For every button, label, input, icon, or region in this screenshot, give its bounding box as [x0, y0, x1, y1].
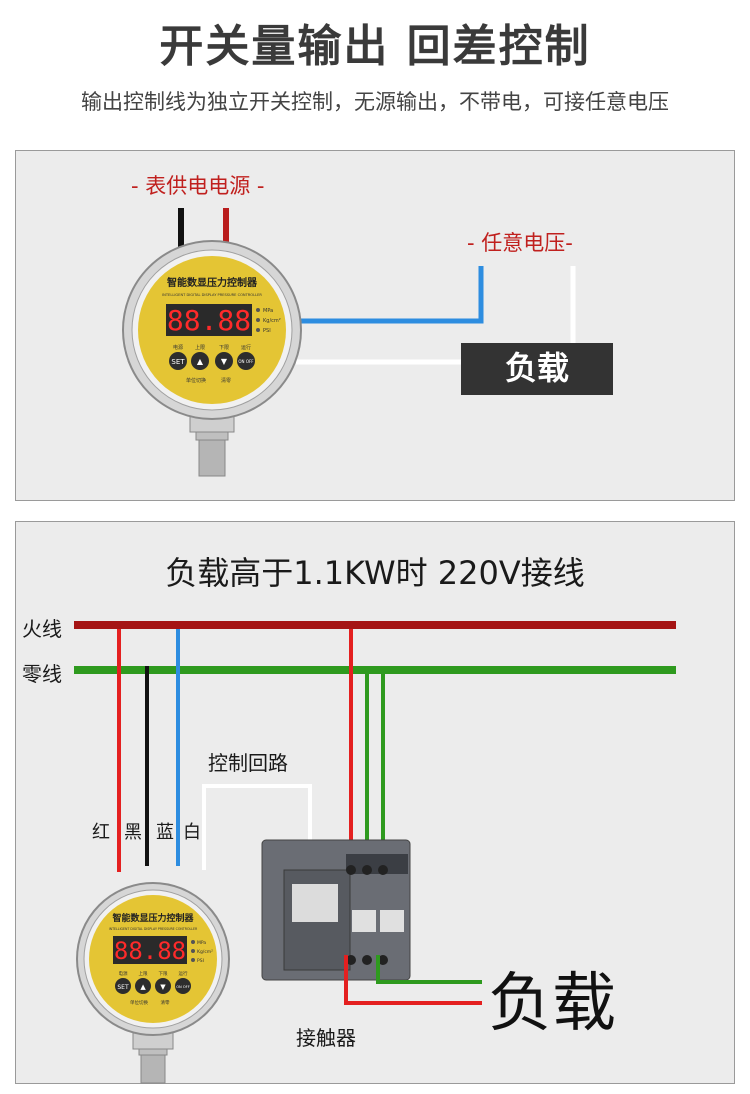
gauge-display: [166, 304, 252, 336]
gauge-digits: 88.88: [167, 304, 251, 337]
svg-text:下限: 下限: [159, 970, 168, 977]
wiring-heading: 负载高于1.1KW时 220V接线: [165, 554, 585, 592]
gauge-btn-label-3: 运行: [241, 344, 251, 351]
svg-text:▲: ▲: [140, 983, 146, 991]
svg-text:电源: 电源: [119, 970, 128, 977]
gauge-unit-kg: Kg/cm²: [263, 318, 281, 324]
gauge-btn-label-2: 下限: [219, 344, 229, 351]
gauge-title: 智能数显压力控制器: [167, 276, 258, 289]
gauge2-onoff-button: [175, 978, 191, 994]
gauge-unit-mpa: MPa: [263, 308, 273, 314]
svg-text:MPa: MPa: [197, 940, 206, 946]
svg-text:ON OFF: ON OFF: [238, 359, 254, 364]
svg-text:▲: ▲: [197, 357, 204, 366]
gauge2-set-button: [115, 978, 131, 994]
load-box: 负载: [461, 343, 613, 395]
control-loop-label: 控制回路: [208, 751, 288, 775]
gauge-set-button: [169, 352, 187, 370]
contactor-label: 接触器: [296, 1026, 356, 1050]
svg-text:PSI: PSI: [197, 958, 204, 964]
control-loop-wire: [202, 784, 312, 870]
svg-text:SET: SET: [171, 358, 185, 366]
svg-text:ON OFF: ON OFF: [176, 985, 190, 989]
wire-color-blue: 蓝: [156, 822, 174, 843]
contactor: [261, 839, 411, 981]
load-label-large: 负载: [488, 967, 616, 1041]
gauge-thread: [198, 439, 226, 477]
pressure-gauge-bottom: 智能数显压力控制器 INTELLIGENT DIGITAL DISPLAY PR…: [76, 882, 230, 1084]
gauge2-display: [113, 936, 187, 964]
svg-text:▼: ▼: [221, 357, 228, 366]
gauge2-subtitle: INTELLIGENT DIGITAL DISPLAY PRESSURE CON…: [109, 927, 198, 931]
wire-color-white: 白: [183, 822, 201, 843]
page-subtitle: 输出控制线为独立开关控制，无源输出，不带电，可接任意电压: [81, 90, 669, 114]
gauge-btn-label-0: 电源: [173, 344, 183, 351]
svg-text:SET: SET: [117, 984, 129, 991]
gauge2-down-button: [155, 978, 171, 994]
gauge2-title: 智能数显压力控制器: [112, 912, 194, 924]
svg-text:清零: 清零: [161, 999, 170, 1006]
gauge-up-button: [191, 352, 209, 370]
output-wire-blue: [296, 266, 484, 324]
neutral-label: 零线: [22, 662, 62, 686]
any-voltage-label: - 任意电压-: [467, 231, 573, 255]
gauge2-digits: 88.88: [114, 937, 186, 965]
svg-text:▼: ▼: [160, 983, 166, 991]
power-supply-label: - 表供电电源 -: [131, 174, 265, 198]
wire-color-black: 黑: [124, 822, 142, 843]
svg-text:Kg/cm²: Kg/cm²: [197, 949, 213, 955]
load-wire-red: [344, 955, 482, 1005]
gauge-btn-label-1: 上限: [195, 344, 205, 351]
svg-text:上限: 上限: [139, 970, 148, 977]
wire-color-red: 红: [92, 822, 110, 843]
gauge-onoff-button: [237, 352, 255, 370]
live-label: 火线: [22, 617, 62, 641]
svg-text:单位切换: 单位切换: [130, 999, 148, 1006]
svg-text:运行: 运行: [179, 970, 188, 977]
pressure-gauge-top: 智能数显压力控制器 INTELLIGENT DIGITAL DISPLAY PR…: [122, 240, 302, 477]
gauge-subtitle: INTELLIGENT DIGITAL DISPLAY PRESSURE CON…: [162, 293, 262, 297]
load-wire-green: [376, 955, 482, 984]
gauge-down-button: [215, 352, 233, 370]
gauge-bottom-label-0: 单位切换: [186, 377, 206, 384]
gauge-bottom-label-1: 清零: [221, 377, 231, 384]
page-title: 开关量输出 回差控制: [159, 21, 591, 72]
gauge2-up-button: [135, 978, 151, 994]
gauge-unit-psi: PSI: [263, 328, 271, 334]
